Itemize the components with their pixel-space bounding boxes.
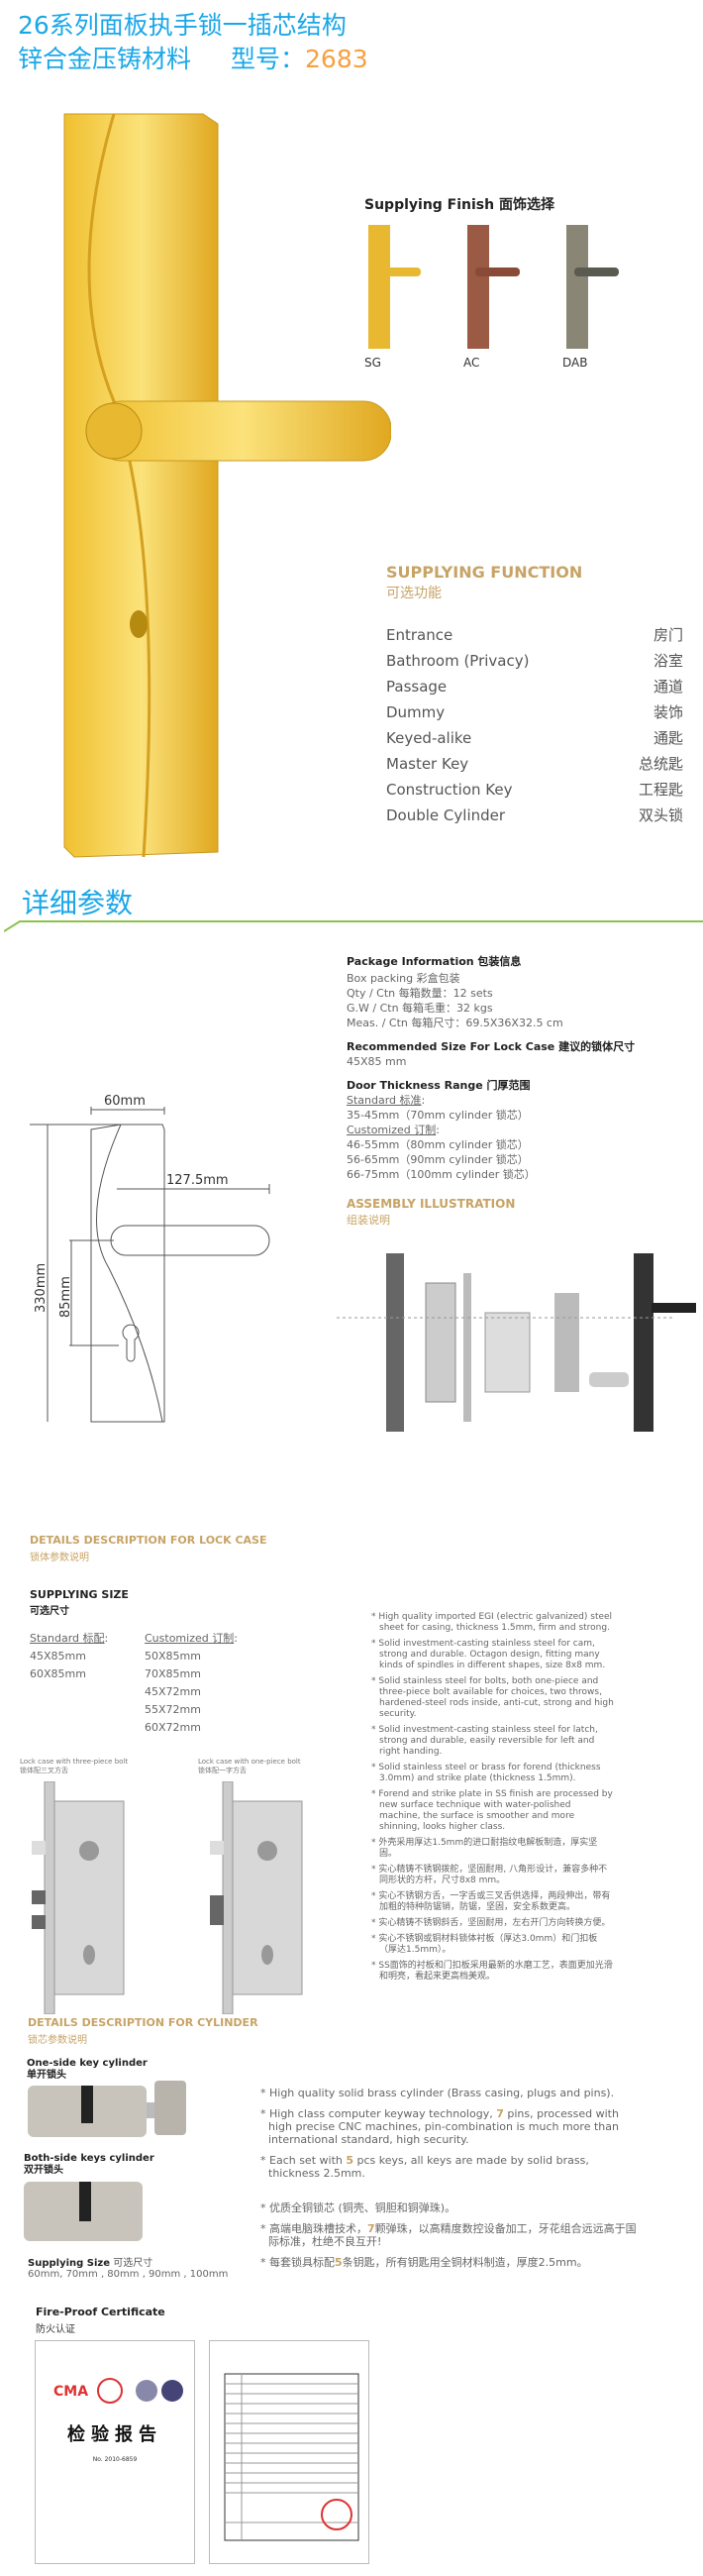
title-line-2: 锌合金压铸材料 型号：2683	[18, 44, 368, 75]
cylinder-bullets: * High quality solid brass cylinder (Bra…	[260, 2087, 637, 2269]
lockcase-title: DETAILS DESCRIPTION FOR LOCK CASE	[30, 1534, 267, 1547]
standard-label: Standard 标准	[347, 1094, 422, 1107]
model-label: 型号：	[231, 45, 306, 73]
certificate-report-page	[209, 2340, 369, 2564]
functions-title: SUPPLYING FUNCTION	[386, 563, 583, 582]
function-item: Bathroom (Privacy)浴室	[386, 652, 683, 670]
cylinder-title: DETAILS DESCRIPTION FOR CYLINDER	[28, 2016, 258, 2029]
package-line: Qty / Ctn 每箱数量：12 sets	[347, 987, 493, 1000]
report-table	[224, 2373, 359, 2541]
finish-option-dab[interactable]: DAB	[562, 223, 622, 370]
lockcase-bullets: * High quality imported EGI (electric ga…	[371, 1612, 614, 1982]
title-line-1: 26系列面板执手锁一插芯结构	[18, 11, 347, 40]
material-text: 锌合金压铸材料	[18, 45, 192, 73]
cylinder-sizes: 60mm, 70mm , 80mm , 90mm , 100mm	[28, 2269, 229, 2280]
details-title: 详细参数	[22, 887, 134, 919]
cylinder-size-title: Supplying Size 可选尺寸	[28, 2258, 153, 2269]
custom-label: Customized 订制	[347, 1124, 437, 1136]
finish-label-dab: DAB	[562, 356, 588, 370]
lockcase-images	[32, 1781, 303, 2014]
package-line: Box packing 彩盒包装	[347, 972, 460, 985]
certificate-title-cn: 防火认证	[36, 2324, 75, 2335]
lockcase-size-title: Recommended Size For Lock Case 建议的锁体尺寸	[347, 1040, 636, 1053]
section-divider	[4, 920, 703, 932]
package-line: Meas. / Ctn 每箱尺寸：69.5X36X32.5 cm	[347, 1017, 563, 1029]
certificate-cover: CMA 检验报告 No. 2010-6859	[35, 2340, 195, 2564]
package-info: Package Information 包装信息 Box packing 彩盒包…	[347, 953, 698, 1182]
product-image-gold	[63, 113, 391, 858]
dimension-drawing: 60mm 127.5mm 330mm 85mm	[30, 1094, 270, 1423]
finish-title: Supplying Finish 面饰选择	[364, 197, 554, 213]
door-range: 66-75mm（100mm cylinder 锁芯）	[347, 1168, 536, 1181]
dim-center-label: 85mm	[58, 1276, 73, 1318]
finish-swatch-dab	[566, 225, 619, 349]
certification-logos: CMA	[53, 2378, 183, 2404]
door-thickness-title: Door Thickness Range 门厚范围	[347, 1079, 531, 1092]
supplying-size-title: SUPPLYING SIZE	[30, 1588, 129, 1601]
model-number: 2683	[305, 45, 368, 73]
functions-title-cn: 可选功能	[386, 586, 442, 601]
finish-label-sg: SG	[364, 356, 381, 370]
finish-swatch-sg	[368, 225, 421, 349]
door-range: 35-45mm（70mm cylinder 锁芯）	[347, 1109, 529, 1122]
supplying-size-title-cn: 可选尺寸	[30, 1606, 69, 1617]
finish-option-sg[interactable]: SG	[364, 223, 424, 370]
report-title: 检验报告	[67, 2424, 162, 2445]
finish-swatch-ac	[467, 225, 520, 349]
lockcase-title-cn: 锁体参数说明	[30, 1553, 89, 1563]
door-range: 46-55mm（80mm cylinder 锁芯）	[347, 1138, 529, 1151]
both-side-cylinder-image	[24, 2182, 143, 2241]
cylinder-title-cn: 锁芯参数说明	[28, 2035, 87, 2046]
svg-text:CMA: CMA	[53, 2384, 88, 2400]
one-side-cylinder-image	[28, 2081, 186, 2137]
package-title: Package Information 包装信息	[347, 955, 522, 968]
finish-label-ac: AC	[463, 356, 480, 370]
package-line: G.W / Ctn 每箱毛重：32 kgs	[347, 1002, 493, 1015]
assembly-title-cn: 组装说明	[347, 1214, 390, 1227]
dim-width-label: 60mm	[104, 1094, 146, 1109]
certificate-title: Fire-Proof Certificate	[36, 2306, 165, 2318]
finish-option-ac[interactable]: AC	[463, 223, 523, 370]
dim-handle-label: 127.5mm	[166, 1173, 229, 1188]
lockcase-size-value: 45X85 mm	[347, 1055, 407, 1068]
report-number: No. 2010-6859	[92, 2456, 138, 2463]
assembly-title: ASSEMBLY ILLUSTRATION	[347, 1197, 516, 1211]
assembly-illustration	[337, 1253, 696, 1432]
door-range: 56-65mm（90mm cylinder 锁芯）	[347, 1153, 529, 1166]
dim-height-label: 330mm	[34, 1263, 49, 1313]
finish-options: SG AC DAB	[364, 223, 622, 370]
